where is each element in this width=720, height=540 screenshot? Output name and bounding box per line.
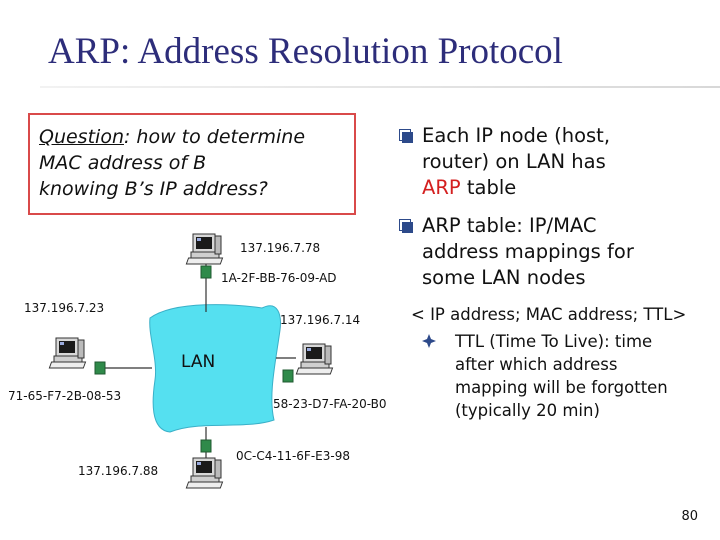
question-line-1-rest: : how to determine	[123, 126, 306, 148]
computer-icon	[48, 337, 87, 369]
computer-icon	[295, 343, 334, 375]
square-bullet-icon	[399, 219, 413, 233]
ttl-line-4: (typically 20 min)	[455, 401, 600, 420]
node-left-ip: 137.196.7.23	[24, 301, 105, 315]
bullet-1-line-1: Each IP node (host,	[422, 124, 611, 147]
diamond-bullet-icon	[422, 334, 436, 348]
ttl-bullet: TTL (Time To Live): time after which add…	[422, 330, 668, 422]
slide-title: ARP: Address Resolution Protocol	[48, 31, 563, 72]
node-top-mac: 1A-2F-BB-76-09-AD	[221, 271, 337, 285]
bullet-1-line-3: ARP table	[422, 175, 610, 201]
bullet-2-line-2: address mappings for	[422, 240, 634, 263]
square-bullet-icon	[399, 129, 413, 143]
question-box: Question: how to determine MAC address o…	[28, 113, 356, 215]
question-line-1: Question: how to determine	[39, 124, 354, 150]
page-number: 80	[681, 509, 698, 524]
question-line-2: MAC address of B	[39, 152, 207, 174]
arp-highlight: ARP	[422, 176, 461, 199]
network-adapter-icon	[282, 369, 294, 383]
bullet-1: Each IP node (host, router) on LAN has A…	[399, 123, 611, 201]
network-adapter-icon	[94, 361, 106, 375]
bullet-1-line-2: router) on LAN has	[422, 150, 606, 173]
bullet-2: ARP table: IP/MAC address mappings for s…	[399, 213, 634, 291]
node-top-ip: 137.196.7.78	[240, 241, 321, 255]
ttl-line-1: TTL (Time To Live): time	[455, 332, 653, 351]
bullet-2-line-1: ARP table: IP/MAC	[422, 214, 597, 237]
computer-icon	[185, 457, 224, 489]
arp-tuple: < IP address; MAC address; TTL>	[411, 305, 687, 324]
title-divider	[40, 86, 720, 88]
node-bottom-mac: 0C-C4-11-6F-E3-98	[236, 449, 350, 463]
question-label: Question	[39, 126, 124, 148]
node-right-ip: 137.196.7.14	[280, 313, 361, 327]
network-adapter-icon	[200, 265, 212, 279]
node-bottom-ip: 137.196.7.88	[78, 464, 159, 478]
node-left-mac: 71-65-F7-2B-08-53	[8, 389, 122, 403]
network-adapter-icon	[200, 439, 212, 453]
node-right-mac: 58-23-D7-FA-20-B0	[273, 397, 387, 411]
lan-cloud	[149, 304, 281, 433]
ttl-line-2: after which address	[455, 355, 618, 374]
bullet-1-line-3-rest: table	[460, 176, 517, 199]
lan-label: LAN	[181, 352, 216, 372]
ttl-line-3: mapping will be forgotten	[455, 378, 668, 397]
computer-icon	[185, 233, 224, 265]
question-line-3: knowing B’s IP address?	[39, 178, 268, 200]
bullet-2-line-3: some LAN nodes	[422, 266, 586, 289]
